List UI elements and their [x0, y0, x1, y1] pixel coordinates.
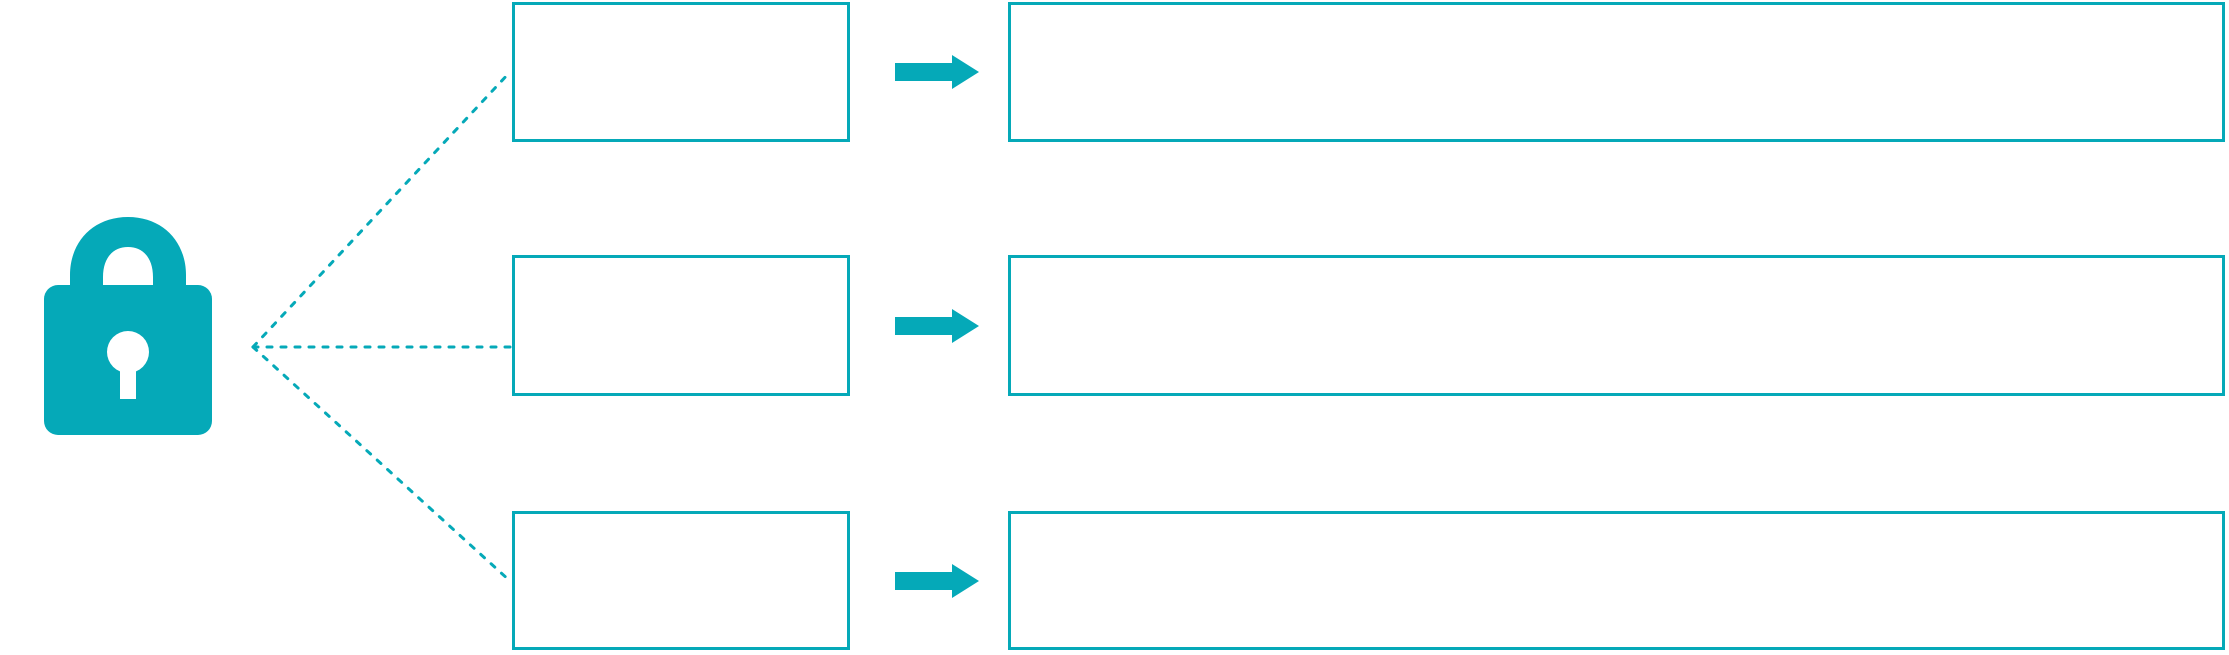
right-arrow-icon-row-1: [895, 55, 979, 89]
padlock-icon: [44, 217, 212, 435]
left-box-row-1[interactable]: [512, 2, 850, 142]
connector-lines: [251, 70, 512, 583]
left-box-row-2[interactable]: [512, 255, 850, 396]
left-box-row-3[interactable]: [512, 511, 850, 650]
right-arrow-icon-row-3: [895, 564, 979, 598]
padlock-shackle-icon: [70, 217, 186, 300]
right-arrow-icon-row-2: [895, 309, 979, 343]
right-box-row-2[interactable]: [1008, 255, 2225, 396]
connector-to-row-3: [251, 345, 512, 583]
right-box-row-1[interactable]: [1008, 2, 2225, 142]
padlock-keyhole-icon: [107, 331, 149, 399]
right-box-row-3[interactable]: [1008, 511, 2225, 650]
connector-to-row-1: [251, 70, 512, 349]
